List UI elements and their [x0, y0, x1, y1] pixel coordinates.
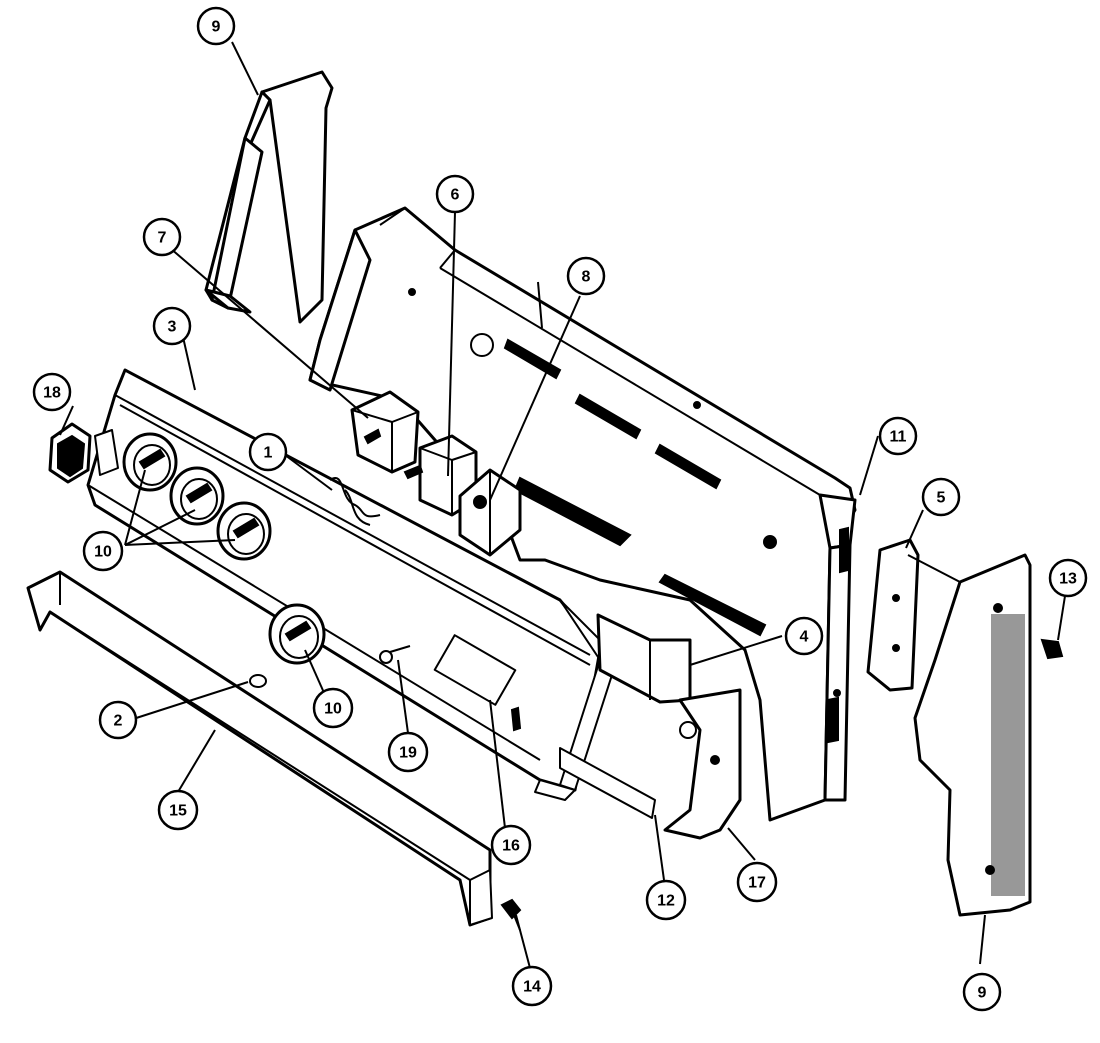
callout-label: 8	[582, 269, 591, 286]
callout-label: 6	[451, 187, 460, 204]
callouts: 9 6 7 8 3 18 1 11	[32, 6, 1088, 1012]
callout-12: 12	[645, 879, 687, 921]
callout-label: 11	[890, 429, 907, 446]
callout-label: 1	[264, 445, 273, 462]
callout-11: 11	[878, 416, 918, 456]
component-4	[596, 613, 692, 704]
knob-10-c	[216, 501, 272, 561]
rocker-switch-18	[48, 422, 119, 484]
callout-label: 16	[502, 838, 520, 855]
callout-label: 10	[324, 701, 342, 718]
callout-14: 14	[511, 965, 553, 1007]
indicator-light-2	[249, 674, 267, 688]
screw-13	[1040, 638, 1064, 660]
callout-label: 13	[1059, 571, 1077, 588]
callout-label: 17	[748, 875, 766, 892]
end-cap-right	[913, 553, 1032, 917]
callout-9-top: 9	[196, 6, 236, 46]
callout-13: 13	[1048, 558, 1088, 598]
bracket-5	[866, 538, 920, 692]
callout-10-left: 10	[82, 530, 124, 572]
wire-harness-1	[329, 477, 381, 526]
callout-8: 8	[566, 256, 606, 296]
knob-10-a	[122, 432, 178, 492]
callout-label: 18	[43, 385, 61, 402]
control-panel-frame	[308, 206, 857, 822]
callout-9-bottom: 9	[962, 972, 1002, 1012]
switch-7	[350, 390, 420, 474]
callout-label: 10	[94, 544, 112, 561]
knob-10-b	[169, 466, 225, 526]
callout-2: 2	[98, 700, 138, 740]
callout-15: 15	[157, 789, 199, 831]
callout-label: 14	[523, 979, 541, 996]
callout-label: 5	[937, 490, 946, 507]
callout-label: 2	[114, 713, 123, 730]
screw-19	[379, 645, 411, 664]
callout-label: 4	[800, 629, 809, 646]
lower-trim-12	[559, 747, 656, 819]
callout-5: 5	[921, 477, 961, 517]
trim-bar-15	[26, 570, 493, 927]
callout-label: 12	[657, 893, 675, 910]
callout-label: 15	[169, 803, 187, 820]
callout-16: 16	[490, 824, 532, 866]
callout-label: 3	[168, 319, 177, 336]
bracket-17	[663, 688, 742, 840]
screw-14	[500, 898, 522, 931]
callout-18: 18	[32, 372, 72, 412]
end-cap-bracket-left	[204, 70, 334, 324]
callout-label: 9	[212, 19, 221, 36]
clock-timer-8	[458, 468, 522, 557]
callout-1: 1	[248, 432, 288, 472]
callout-4: 4	[784, 616, 824, 656]
callout-10-right: 10	[312, 687, 354, 729]
callout-7: 7	[142, 217, 182, 257]
callout-3: 3	[152, 306, 192, 346]
callout-label: 7	[158, 230, 167, 247]
knob-10-d	[268, 603, 326, 665]
callout-label: 9	[978, 985, 987, 1002]
callout-6: 6	[435, 174, 475, 214]
callout-19: 19	[387, 731, 429, 773]
callout-label: 19	[399, 745, 417, 762]
callout-17: 17	[736, 861, 778, 903]
leader-lines	[59, 41, 1066, 969]
